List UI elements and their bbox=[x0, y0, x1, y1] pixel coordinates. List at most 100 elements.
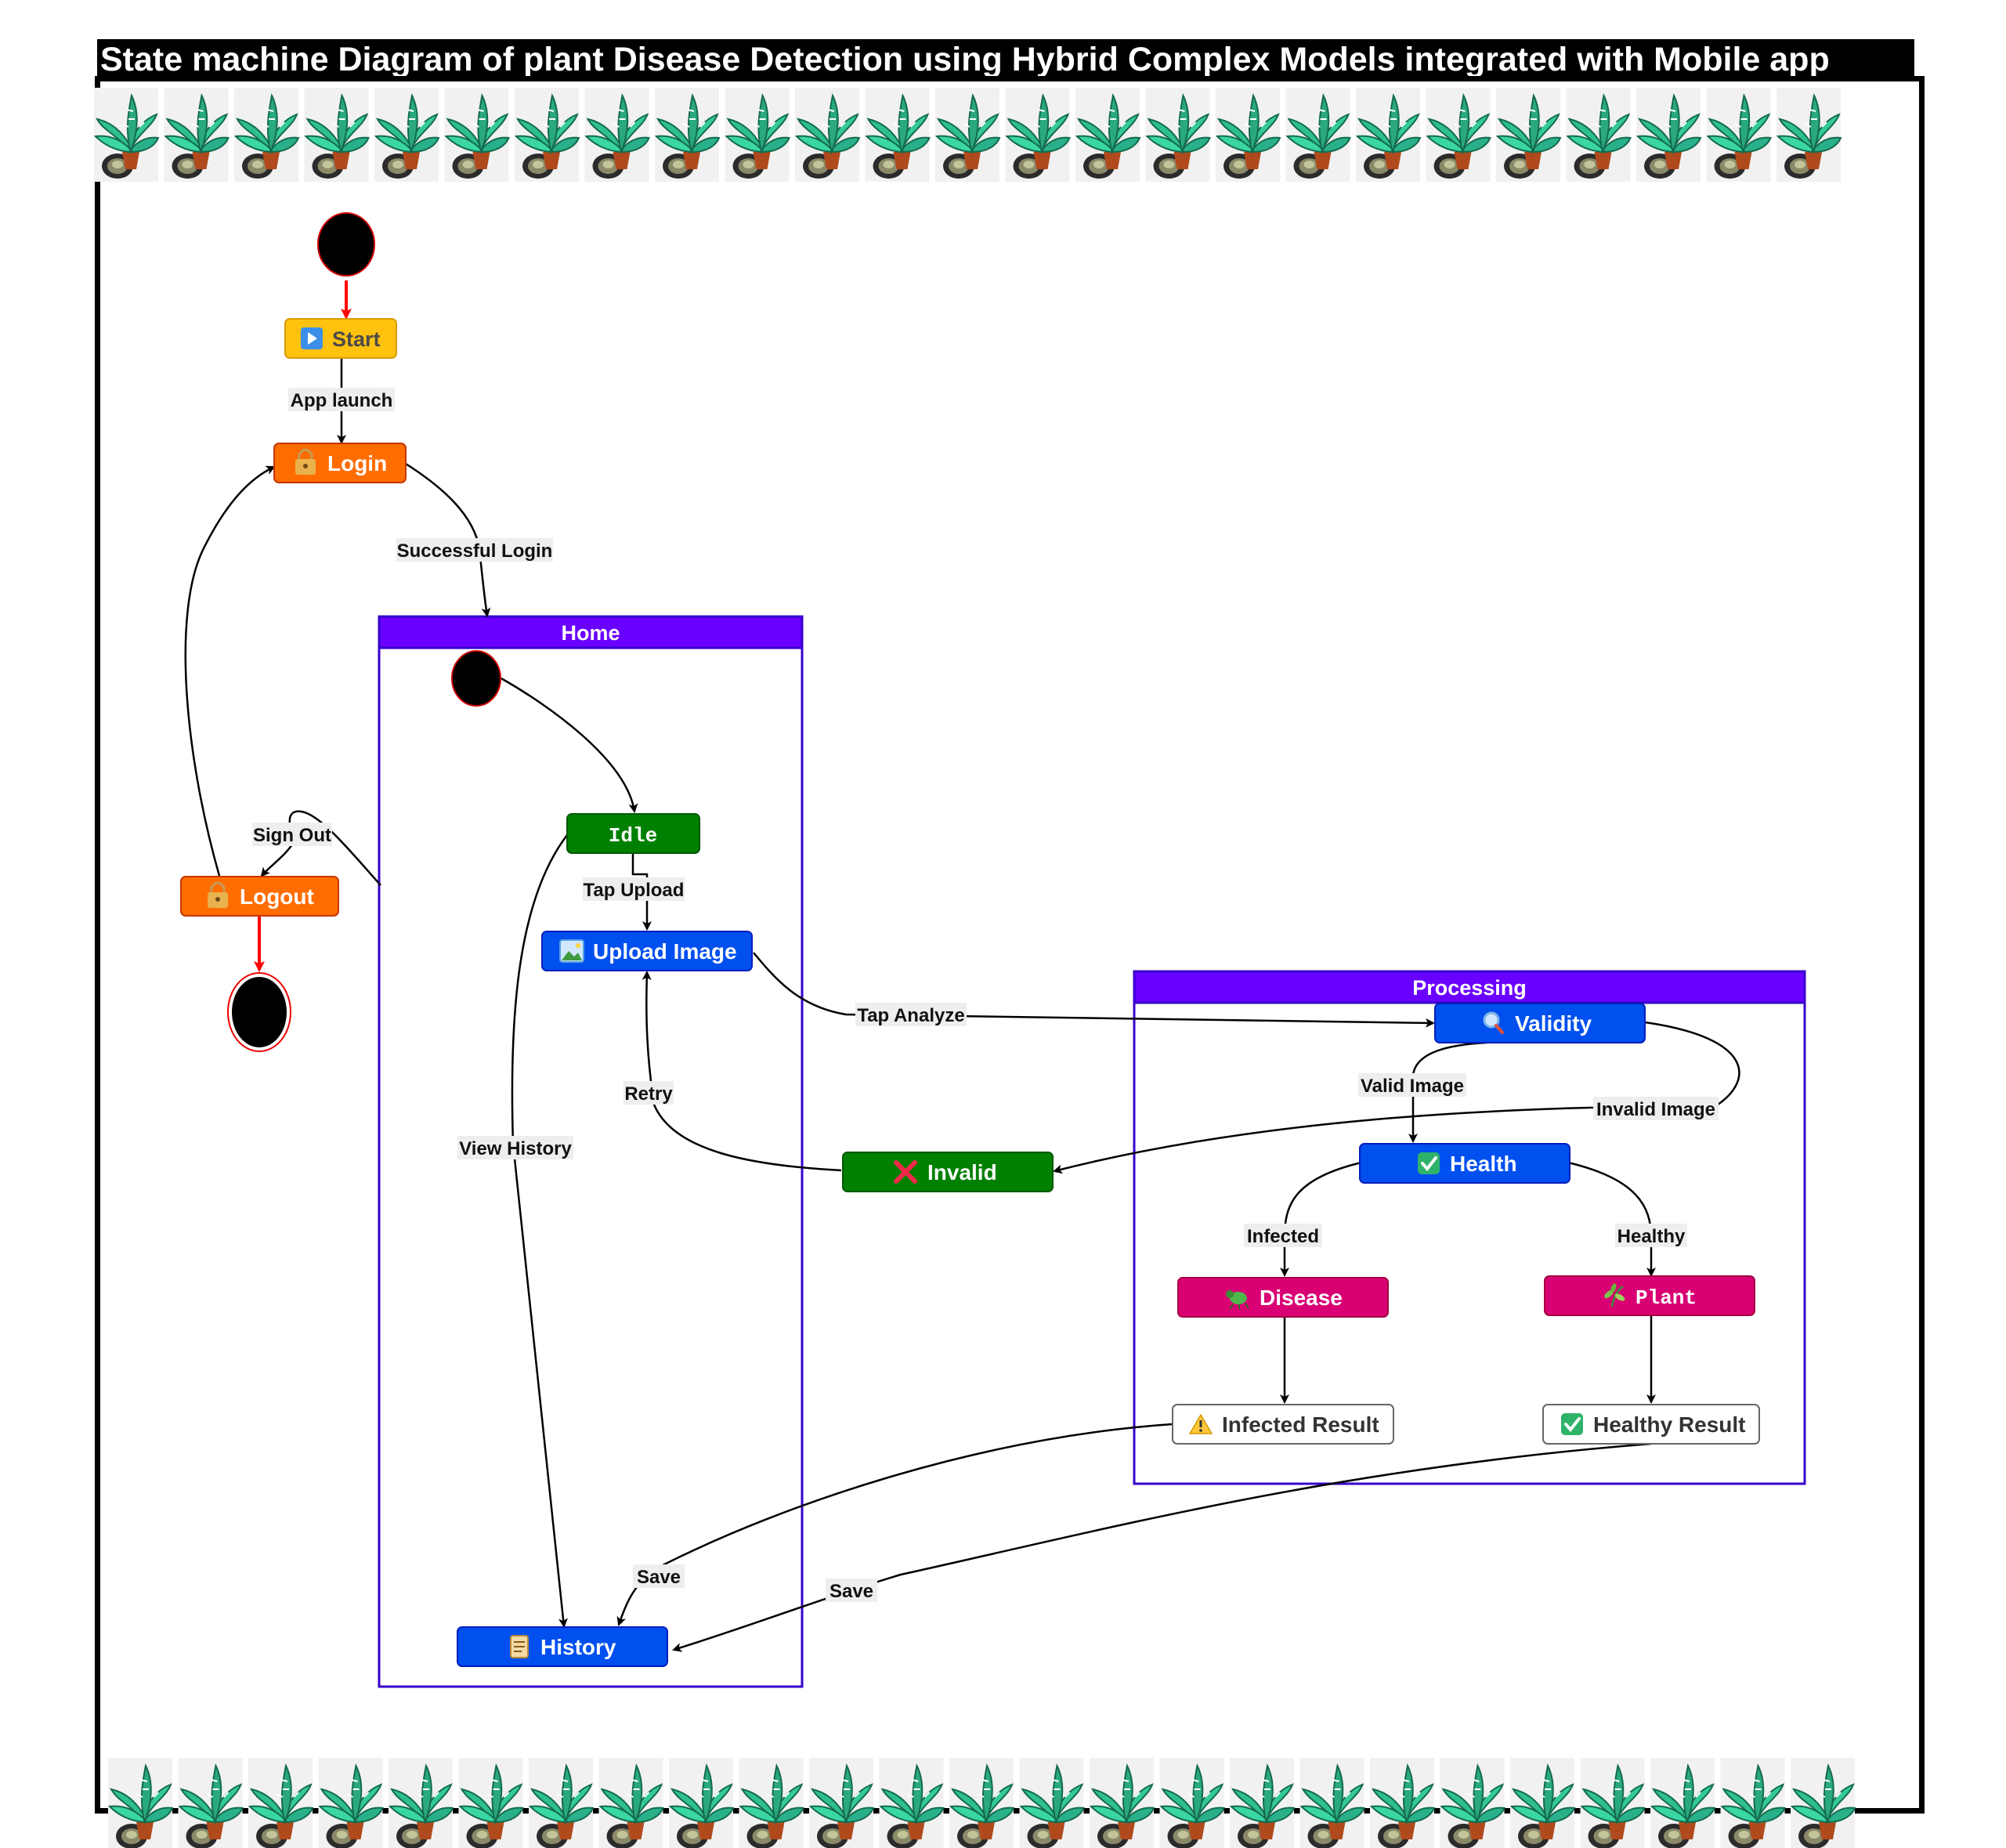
potted-plant-icon bbox=[1144, 87, 1211, 183]
svg-text:Valid Image: Valid Image bbox=[1361, 1076, 1464, 1097]
potted-plant-icon bbox=[443, 87, 510, 183]
transition-labels: App launch Successful Login Sign Out Tap… bbox=[252, 388, 1719, 1602]
final-state bbox=[227, 972, 291, 1052]
svg-text:Healthy: Healthy bbox=[1617, 1226, 1686, 1247]
potted-plant-icon bbox=[864, 87, 931, 183]
svg-text:View History: View History bbox=[459, 1138, 572, 1159]
lock-icon bbox=[208, 881, 228, 908]
edge-health-plant bbox=[1567, 1161, 1656, 1277]
state-history-label: History bbox=[540, 1635, 616, 1659]
edge-upload-validity bbox=[753, 952, 1435, 1028]
potted-plant-icon bbox=[934, 87, 1000, 183]
magnifier-icon bbox=[1483, 1011, 1504, 1034]
state-invalid[interactable]: Invalid bbox=[842, 1152, 1054, 1192]
home-initial-state bbox=[451, 650, 501, 707]
image-icon bbox=[559, 939, 584, 963]
label-healthy: Healthy bbox=[1615, 1224, 1687, 1247]
state-upload-image[interactable]: Upload Image bbox=[541, 931, 753, 971]
diagram-title: State machine Diagram of plant Disease D… bbox=[97, 39, 1914, 80]
check-icon bbox=[1561, 1413, 1583, 1435]
potted-plant-icon bbox=[233, 87, 299, 183]
state-health[interactable]: Health bbox=[1359, 1143, 1570, 1184]
herb-icon bbox=[1604, 1283, 1625, 1307]
potted-plant-icon bbox=[1636, 87, 1701, 183]
state-upload-image-label: Upload Image bbox=[593, 939, 737, 964]
edge-invalid-upload bbox=[642, 971, 842, 1172]
label-tap-upload: Tap Upload bbox=[583, 877, 685, 901]
check-icon bbox=[1418, 1152, 1440, 1174]
potted-plant-icon bbox=[1705, 87, 1772, 183]
state-start-label: Start bbox=[332, 327, 381, 351]
state-infected-result[interactable]: Infected Result bbox=[1172, 1404, 1394, 1445]
potted-plant-icon bbox=[1158, 1757, 1225, 1848]
edge-healthy-history bbox=[672, 1442, 1652, 1652]
potted-plant-icon bbox=[1509, 1757, 1575, 1848]
svg-text:Infected: Infected bbox=[1247, 1226, 1319, 1247]
potted-plant-icon bbox=[1369, 1757, 1435, 1848]
svg-text:App launch: App launch bbox=[291, 390, 393, 411]
svg-text:Save: Save bbox=[830, 1581, 873, 1602]
play-icon bbox=[301, 327, 323, 349]
svg-text:Tap Analyze: Tap Analyze bbox=[857, 1005, 964, 1026]
potted-plant-icon bbox=[1719, 1757, 1786, 1848]
edge-validity-invalid bbox=[1053, 1021, 1740, 1174]
potted-plant-icon bbox=[1215, 87, 1281, 183]
state-idle[interactable]: Idle bbox=[566, 813, 700, 854]
state-logout[interactable]: Logout bbox=[180, 876, 339, 917]
initial-state bbox=[317, 212, 375, 277]
potted-plant-icon bbox=[177, 1757, 244, 1848]
edge-health-disease bbox=[1280, 1161, 1362, 1277]
potted-plant-icon bbox=[808, 1757, 874, 1848]
potted-plant-icon bbox=[93, 87, 159, 183]
state-validity-label: Validity bbox=[1515, 1011, 1592, 1036]
state-healthy-result[interactable]: Healthy Result bbox=[1542, 1404, 1760, 1445]
label-save-healthy: Save bbox=[826, 1579, 877, 1602]
potted-plant-icon bbox=[1650, 1757, 1715, 1848]
edge-home-initial-idle bbox=[501, 677, 638, 813]
potted-plant-icon bbox=[668, 1757, 734, 1848]
cross-icon bbox=[894, 1160, 917, 1184]
potted-plant-icon bbox=[1075, 87, 1140, 183]
state-plant[interactable]: Plant bbox=[1544, 1275, 1755, 1316]
potted-plant-icon bbox=[163, 87, 230, 183]
home-composite-state[interactable]: Home bbox=[378, 615, 804, 1688]
state-disease[interactable]: Disease bbox=[1177, 1277, 1389, 1318]
svg-text:Retry: Retry bbox=[624, 1083, 673, 1105]
potted-plant-icon bbox=[374, 87, 439, 183]
potted-plant-icon bbox=[949, 1757, 1014, 1848]
potted-plant-icon bbox=[878, 1757, 945, 1848]
edge-home-logout bbox=[260, 810, 381, 886]
state-history[interactable]: History bbox=[457, 1626, 668, 1667]
state-infected-result-label: Infected Result bbox=[1222, 1412, 1379, 1437]
label-view-history: View History bbox=[457, 1136, 573, 1159]
potted-plant-icon bbox=[1018, 1757, 1085, 1848]
state-validity[interactable]: Validity bbox=[1434, 1003, 1646, 1043]
state-plant-label: Plant bbox=[1636, 1286, 1697, 1310]
bottom-plant-border bbox=[107, 1757, 1856, 1848]
label-tap-analyze: Tap Analyze bbox=[855, 1003, 967, 1026]
processing-label: Processing bbox=[1412, 976, 1527, 1000]
potted-plant-icon bbox=[1495, 87, 1561, 183]
bug-icon bbox=[1226, 1290, 1249, 1310]
potted-plant-icon bbox=[107, 1757, 173, 1848]
potted-plant-icon bbox=[1299, 1757, 1365, 1848]
lock-icon bbox=[295, 448, 316, 475]
diagram-frame bbox=[95, 76, 1925, 1814]
warning-icon bbox=[1188, 1413, 1213, 1434]
state-invalid-label: Invalid bbox=[927, 1160, 997, 1184]
label-app-launch: App launch bbox=[288, 388, 395, 411]
state-login[interactable]: Login bbox=[273, 443, 407, 483]
label-valid-image: Valid Image bbox=[1358, 1073, 1466, 1097]
potted-plant-icon bbox=[528, 1757, 594, 1848]
potted-plant-icon bbox=[514, 87, 580, 183]
potted-plant-icon bbox=[1004, 87, 1071, 183]
potted-plant-icon bbox=[794, 87, 860, 183]
potted-plant-icon bbox=[248, 1757, 313, 1848]
potted-plant-icon bbox=[584, 87, 650, 183]
svg-text:Invalid Image: Invalid Image bbox=[1596, 1099, 1715, 1120]
svg-text:Tap Upload: Tap Upload bbox=[584, 880, 685, 901]
potted-plant-icon bbox=[388, 1757, 454, 1848]
potted-plant-icon bbox=[1579, 1757, 1646, 1848]
state-start[interactable]: Start bbox=[284, 318, 397, 359]
